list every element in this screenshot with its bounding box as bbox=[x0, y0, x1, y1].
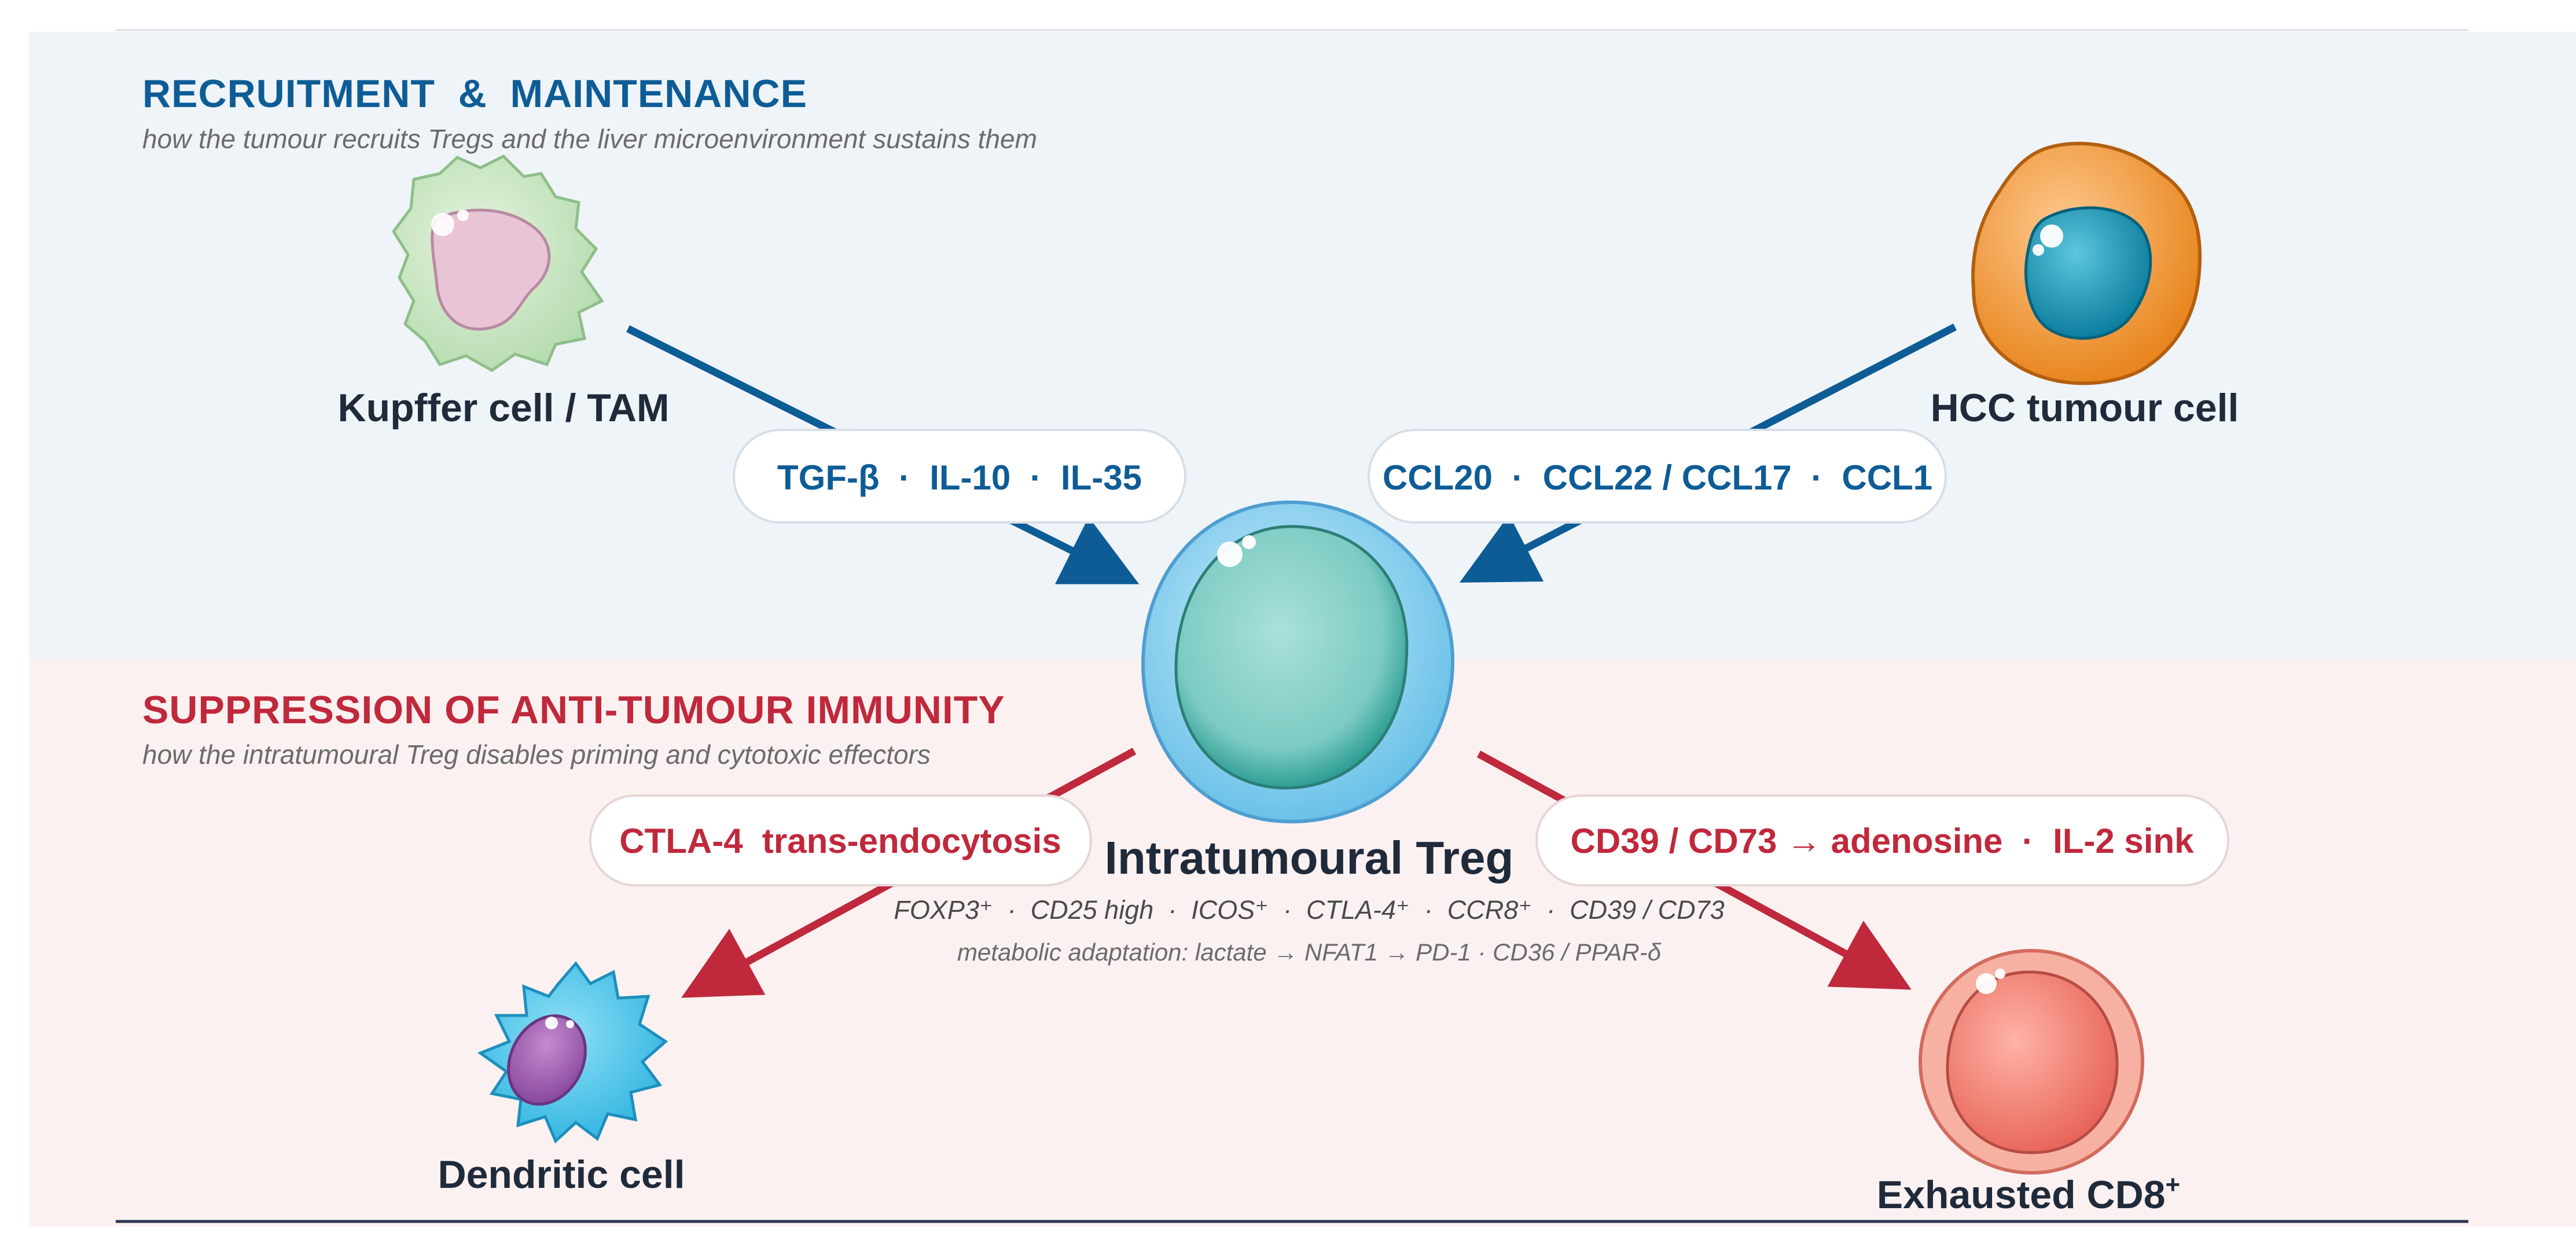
suppression-title: SUPPRESSION OF ANTI-TUMOUR IMMUNITY bbox=[142, 688, 1005, 732]
signal-cd8-text: CD39 / CD73 → adenosine · IL-2 sink bbox=[1571, 822, 2195, 860]
treg-label: Intratumoural Treg bbox=[1105, 832, 1514, 884]
cd8-label-text: Exhausted CD8 bbox=[1877, 1173, 2166, 1217]
recruitment-subtitle: how the tumour recruits Tregs and the li… bbox=[142, 124, 1037, 154]
dendritic-cell-icon bbox=[477, 960, 668, 1144]
recruitment-title: RECRUITMENT & MAINTENANCE bbox=[142, 72, 807, 116]
cd8-label: Exhausted CD8+ bbox=[1877, 1171, 2181, 1217]
signal-dc-text: CTLA-4 trans-endocytosis bbox=[619, 822, 1061, 860]
treg-markers: FOXP3⁺ · CD25 high · ICOS⁺ · CTLA-4⁺ · C… bbox=[894, 895, 1724, 925]
signal-pill-hcc: CCL20 · CCL22 / CCL17 · CCL1 bbox=[1368, 429, 1947, 524]
tumour-cell-icon bbox=[1971, 142, 2202, 385]
signal-pill-kupffer: TGF-β · IL-10 · IL-35 bbox=[733, 429, 1186, 524]
signal-pill-cd8: CD39 / CD73 → adenosine · IL-2 sink bbox=[1535, 794, 2229, 886]
kupffer-macrophage-icon bbox=[391, 154, 604, 372]
signal-kupffer-text: TGF-β · IL-10 · IL-35 bbox=[777, 458, 1142, 497]
treg-cell-icon bbox=[1141, 500, 1455, 824]
treg-metabolic-note: metabolic adaptation: lactate → NFAT1 → … bbox=[957, 939, 1662, 966]
suppression-subtitle: how the intratumoural Treg disables prim… bbox=[142, 739, 931, 770]
cd8-t-cell-icon bbox=[1919, 949, 2144, 1175]
hcc-label: HCC tumour cell bbox=[1931, 386, 2239, 430]
cd8-label-superscript: + bbox=[2166, 1171, 2181, 1199]
signal-pill-dc: CTLA-4 trans-endocytosis bbox=[589, 794, 1092, 886]
signal-hcc-text: CCL20 · CCL22 / CCL17 · CCL1 bbox=[1383, 458, 1932, 497]
kupffer-label: Kupffer cell / TAM bbox=[338, 386, 670, 430]
dendritic-label: Dendritic cell bbox=[438, 1153, 685, 1197]
